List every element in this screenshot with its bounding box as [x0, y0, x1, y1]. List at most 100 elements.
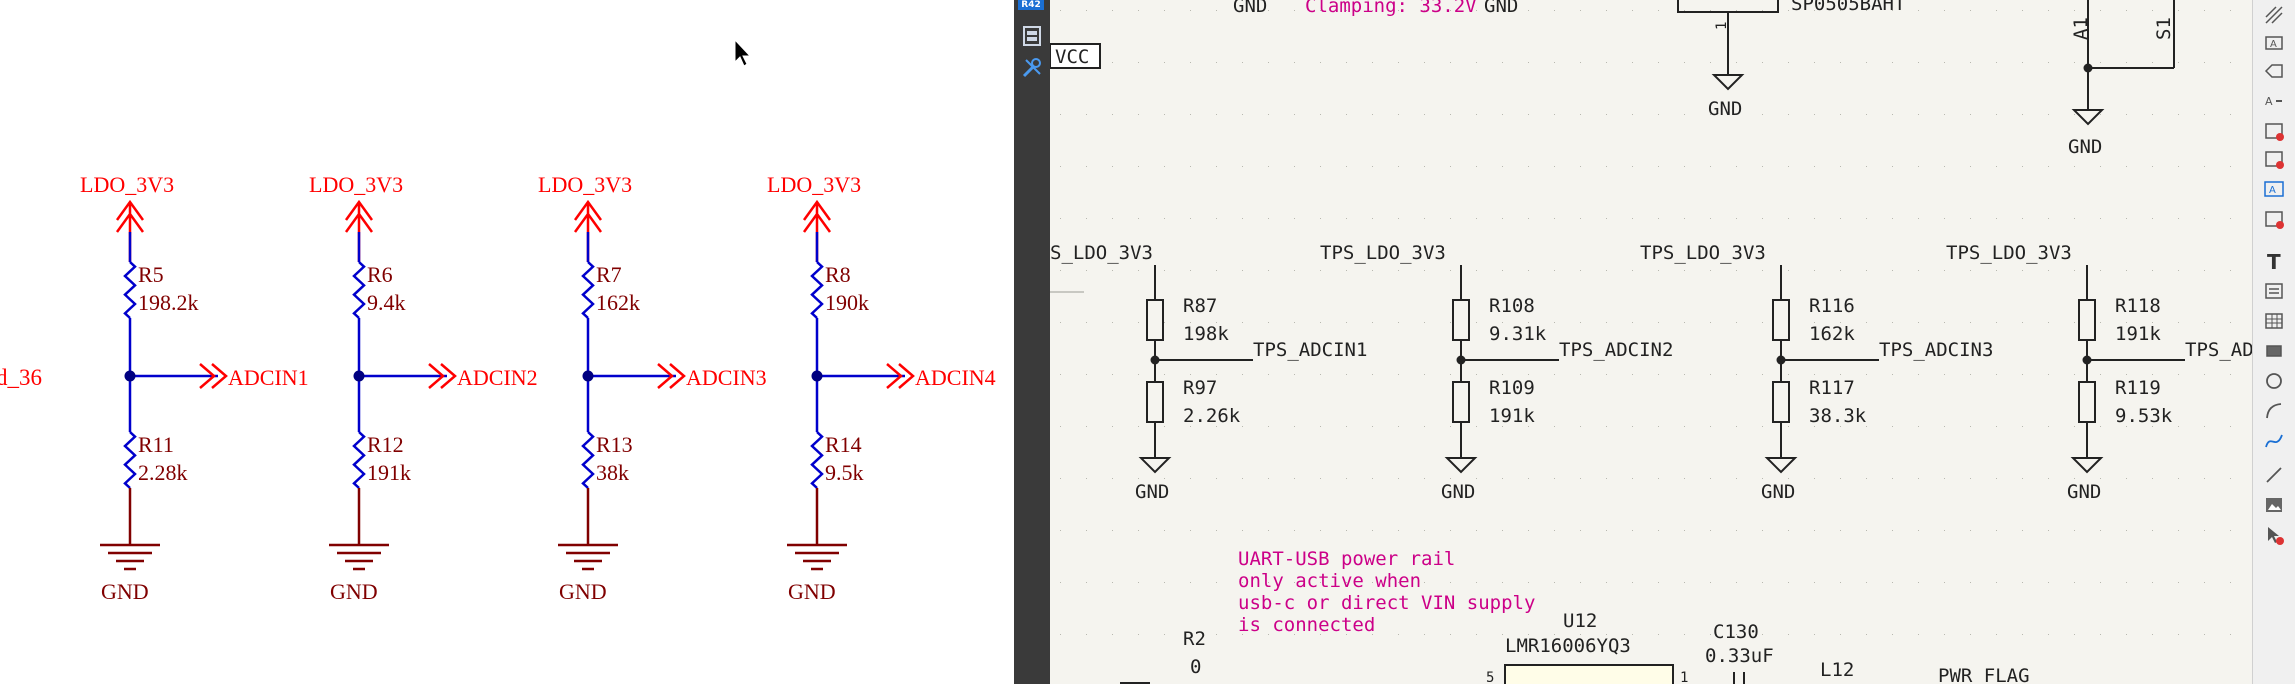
junction-dot	[124, 370, 136, 382]
partial-net-label: d_36	[0, 365, 42, 390]
vcc-label: VCC	[1055, 46, 1089, 68]
power-rail-note-line: UART-USB power rail	[1238, 548, 1455, 570]
resistor-bottom[interactable]	[352, 431, 366, 489]
resistor-top[interactable]	[810, 261, 824, 319]
text-icon[interactable]: T	[2261, 248, 2287, 274]
resistor-top-ref: R8	[825, 262, 851, 287]
hierarchy-icon[interactable]	[1020, 24, 1044, 48]
hatch-icon[interactable]	[2261, 2, 2287, 28]
net-label-tps-adcin: TPS_AD	[2185, 339, 2252, 361]
label-icon[interactable]	[2261, 58, 2287, 84]
resistor-bottom-value: 9.5k	[825, 460, 864, 485]
add-symbol-icon[interactable]	[2261, 206, 2287, 232]
svg-text:A: A	[2265, 95, 2273, 108]
power-label-tps-ldo-3v3: S_LDO_3V3	[1050, 242, 1153, 264]
capacitor-ref: C130	[1713, 621, 1759, 643]
resistor-bottom-ref: R117	[1809, 377, 1855, 399]
resistor-bottom-ref: R97	[1183, 377, 1217, 399]
regulator-ref: U12	[1563, 610, 1597, 632]
pwr-flag-label: PWR_FLAG	[1938, 665, 2030, 684]
add-label-icon[interactable]	[2261, 146, 2287, 172]
pin-icon[interactable]: A	[2261, 88, 2287, 114]
image-icon[interactable]	[2261, 492, 2287, 518]
resistor-top-ref: R108	[1489, 295, 1535, 317]
rectangle-icon[interactable]	[2261, 338, 2287, 364]
ground-symbol	[558, 543, 618, 571]
ground-label: GND	[1233, 0, 1267, 17]
line-icon[interactable]	[2261, 462, 2287, 488]
power-rail-note-line: only active when	[1238, 570, 1421, 592]
resistor-bottom-value: 191k	[1489, 405, 1535, 427]
junction-dot	[811, 370, 823, 382]
ground-label: GND	[1761, 481, 1795, 503]
resistor-bottom-ref: R12	[367, 432, 404, 457]
net-label-adcin: ADCIN1	[228, 365, 309, 390]
vcc-label-box	[1050, 43, 1101, 69]
power-label-tps-ldo-3v3: TPS_LDO_3V3	[1946, 242, 2072, 264]
textbox-icon[interactable]	[2261, 278, 2287, 304]
net-label-arrow	[199, 363, 228, 389]
resistor-bottom[interactable]	[1452, 381, 1470, 423]
capacitor-value: 0.33uF	[1705, 645, 1774, 667]
arc-icon[interactable]	[2261, 398, 2287, 424]
net-label-tps-adcin: TPS_ADCIN2	[1559, 339, 1673, 361]
resistor-bottom[interactable]	[123, 431, 137, 489]
net-label-arrow	[428, 363, 457, 389]
ratsnest-badge: R42	[1018, 0, 1044, 10]
resistor-top[interactable]	[1772, 299, 1790, 341]
ground-label: GND	[788, 579, 836, 604]
junction-dot	[353, 370, 365, 382]
ground-label: GND	[1135, 481, 1169, 503]
resistor-bottom[interactable]	[810, 431, 824, 489]
resistor-bottom[interactable]	[2078, 381, 2096, 423]
circle-icon[interactable]	[2261, 368, 2287, 394]
s1-label: S1	[2153, 17, 2175, 40]
resistor-bottom[interactable]	[1772, 381, 1790, 423]
resistor-top[interactable]	[123, 261, 137, 319]
resistor-top[interactable]	[1452, 299, 1470, 341]
table-icon[interactable]	[2261, 308, 2287, 334]
resistor-top[interactable]	[2078, 299, 2096, 341]
ground-symbol	[1764, 457, 1798, 474]
add-sheet-icon[interactable]	[2261, 118, 2287, 144]
resistor-top-value: 198k	[1183, 323, 1229, 345]
resistor-top-value: 9.31k	[1489, 323, 1547, 345]
resistor-bottom[interactable]	[1146, 381, 1164, 423]
resistor-bottom-value: 9.53k	[2115, 405, 2173, 427]
resistor-bottom[interactable]	[581, 431, 595, 489]
power-label-tps-ldo-3v3: TPS_LDO_3V3	[1640, 242, 1766, 264]
junction-dot	[2083, 63, 2093, 73]
bezier-icon[interactable]	[2261, 428, 2287, 454]
text-cursor-icon[interactable]: A	[2261, 30, 2287, 56]
resistor-top-value: 9.4k	[367, 290, 406, 315]
global-label-icon[interactable]: A	[2261, 176, 2287, 202]
svg-text:A: A	[2269, 185, 2276, 196]
resistor-top[interactable]	[352, 261, 366, 319]
ground-symbol	[2070, 457, 2104, 474]
resistor-value: 0	[1190, 656, 1201, 678]
pin-number: 5	[1486, 670, 1494, 684]
mouse-cursor-icon	[734, 38, 752, 67]
regulator-part-number: LMR16006YQ3	[1505, 635, 1631, 657]
delete-icon[interactable]	[2261, 522, 2287, 548]
resistor-top-ref: R87	[1183, 295, 1217, 317]
background-grid	[1060, 10, 2231, 635]
ground-symbol	[1138, 457, 1172, 474]
tools-icon[interactable]	[1020, 56, 1044, 80]
resistor-bottom-value: 38k	[596, 460, 629, 485]
part-number-partial: SP0505BAHT	[1791, 0, 1905, 15]
regulator-body[interactable]	[1504, 664, 1674, 684]
resistor-top-value: 162k	[596, 290, 640, 315]
resistor-top[interactable]	[1146, 299, 1164, 341]
resistor-top-value: 190k	[825, 290, 869, 315]
power-rail-note-line: usb-c or direct VIN supply	[1238, 592, 1535, 614]
resistor-top-value: 191k	[2115, 323, 2161, 345]
net-label-arrow	[657, 363, 686, 389]
resistor-top[interactable]	[581, 261, 595, 319]
power-label-tps-ldo-3v3: TPS_LDO_3V3	[1320, 242, 1446, 264]
